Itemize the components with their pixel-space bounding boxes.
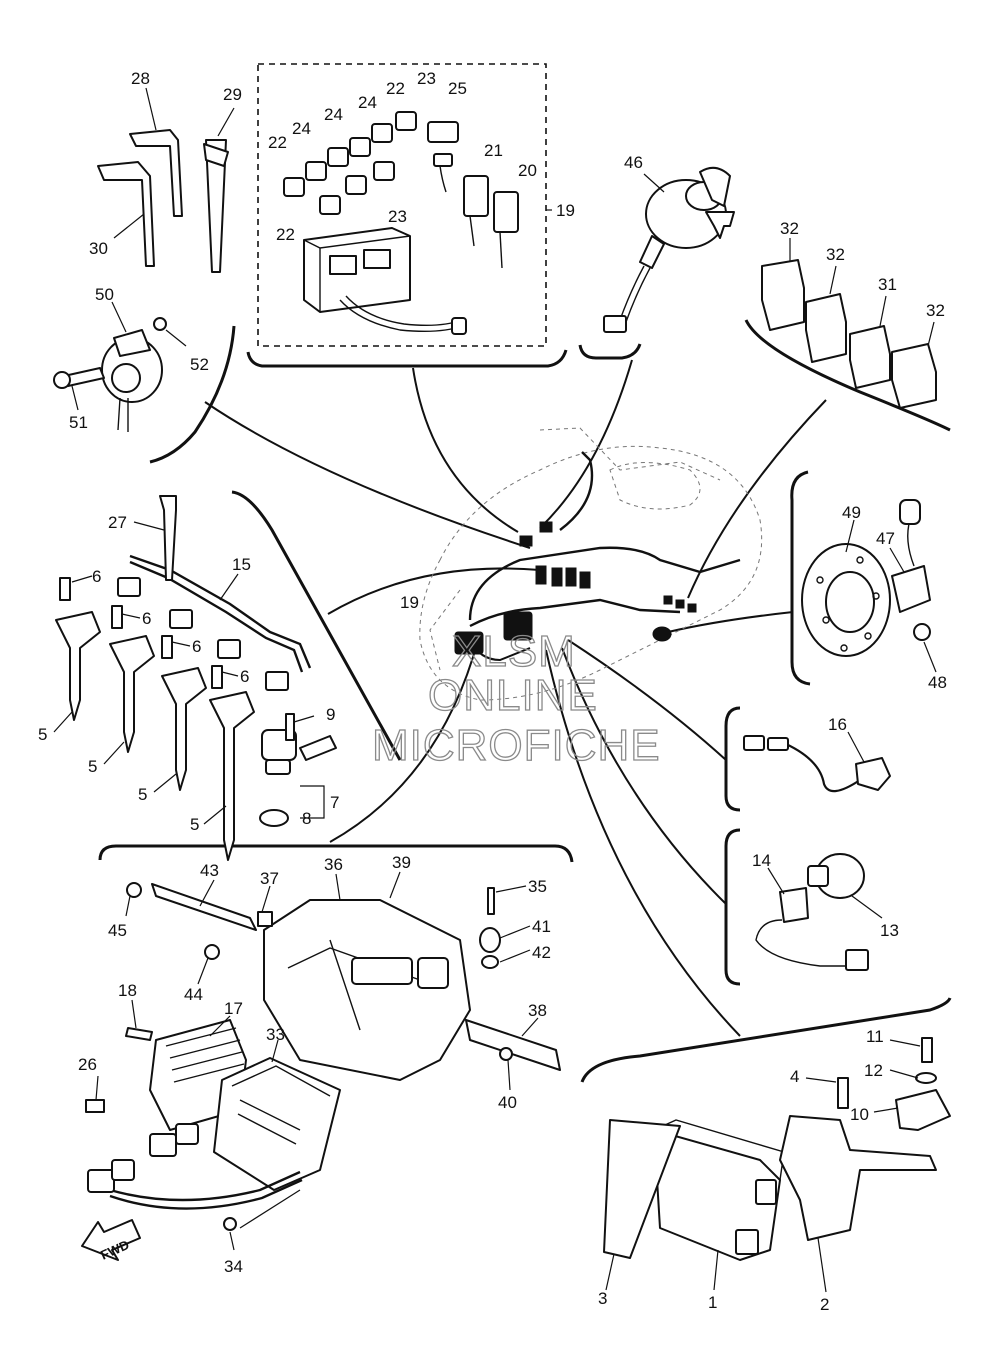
fwd-arrow <box>81 1219 141 1261</box>
callout-6c: 6 <box>192 637 201 656</box>
callout-42: 42 <box>532 943 551 962</box>
pickup-coil <box>53 301 187 432</box>
sensor-rotor <box>801 499 937 673</box>
callout-25: 25 <box>448 79 467 98</box>
callout-31: 31 <box>878 275 897 294</box>
main-switch <box>603 166 735 333</box>
callout-32c: 32 <box>926 301 945 320</box>
callout-39: 39 <box>392 853 411 872</box>
watermark: XLSM ONLINE MICROFICHE <box>371 626 661 770</box>
callout-19a: 19 <box>556 201 575 220</box>
callout-46: 46 <box>624 153 643 172</box>
ignition-coils <box>53 575 255 861</box>
callout-41: 41 <box>532 917 551 936</box>
callout-40: 40 <box>498 1093 517 1112</box>
battery-box-bracket <box>125 871 561 1091</box>
ecu-bracket-group <box>603 1037 951 1293</box>
watermark-line-2: ONLINE <box>428 671 598 720</box>
callout-12: 12 <box>864 1061 883 1080</box>
callout-1: 1 <box>708 1293 717 1312</box>
callout-20: 20 <box>518 161 537 180</box>
connectors-20-21 <box>463 175 519 269</box>
callout-18: 18 <box>118 981 137 1000</box>
callout-26: 26 <box>78 1055 97 1074</box>
callout-24b: 24 <box>324 105 343 124</box>
watermark-line-3: MICROFICHE <box>372 721 661 770</box>
callout-21: 21 <box>484 141 503 160</box>
callout-4: 4 <box>790 1067 799 1086</box>
callout-6d: 6 <box>240 667 249 686</box>
callout-2: 2 <box>820 1295 829 1314</box>
callout-6b: 6 <box>142 609 151 628</box>
callout-32b: 32 <box>826 245 845 264</box>
callout-22a: 22 <box>268 133 287 152</box>
callout-47: 47 <box>876 529 895 548</box>
callout-32a: 32 <box>780 219 799 238</box>
callout-8: 8 <box>302 809 311 828</box>
sub-wire-harness <box>117 495 312 691</box>
callout-51: 51 <box>69 413 88 432</box>
callout-24a: 24 <box>292 119 311 138</box>
callout-48: 48 <box>928 673 947 692</box>
callout-44: 44 <box>184 985 203 1004</box>
callout-29: 29 <box>223 85 242 104</box>
callout-15: 15 <box>232 555 251 574</box>
callout-13: 13 <box>880 921 899 940</box>
speed-sensor <box>259 713 337 827</box>
callout-14: 14 <box>752 851 771 870</box>
leader-curves <box>204 359 827 1037</box>
callout-16: 16 <box>828 715 847 734</box>
callout-17: 17 <box>224 999 243 1018</box>
callout-49: 49 <box>842 503 861 522</box>
callout-10: 10 <box>850 1105 869 1124</box>
callout-35: 35 <box>528 877 547 896</box>
callout-52: 52 <box>190 355 209 374</box>
watermark-line-1: XLSM <box>452 627 576 676</box>
callout-34: 34 <box>224 1257 243 1276</box>
callout-22b: 22 <box>386 79 405 98</box>
callout-24c: 24 <box>358 93 377 112</box>
callout-43: 43 <box>200 861 219 880</box>
callout-27: 27 <box>108 513 127 532</box>
relay-25 <box>427 121 459 193</box>
callout-6a: 6 <box>92 567 101 586</box>
callout-5d: 5 <box>190 815 199 834</box>
callout-50: 50 <box>95 285 114 304</box>
ecu-harness-leads <box>85 1075 303 1251</box>
callout-7: 7 <box>330 793 339 812</box>
callout-9: 9 <box>326 705 335 724</box>
motorcycle-frame-outline <box>419 427 763 701</box>
callout-37: 37 <box>260 869 279 888</box>
callout-33: 33 <box>266 1025 285 1044</box>
callout-19b: 19 <box>400 593 419 612</box>
relays <box>761 238 937 409</box>
callout-5c: 5 <box>138 785 147 804</box>
group-boundaries <box>98 319 952 1083</box>
callout-22c: 22 <box>276 225 295 244</box>
callout-5b: 5 <box>88 757 97 776</box>
callout-3: 3 <box>598 1289 607 1308</box>
oil-pressure-switch <box>755 853 883 971</box>
callout-36: 36 <box>324 855 343 874</box>
callout-38: 38 <box>528 1001 547 1020</box>
fuses <box>283 111 417 215</box>
callout-28: 28 <box>131 69 150 88</box>
engine-control-unit <box>213 1039 341 1191</box>
callout-45: 45 <box>108 921 127 940</box>
callout-numbers: 28 29 30 50 52 51 22 24 24 24 22 23 25 2… <box>38 69 947 1314</box>
callout-5a: 5 <box>38 725 47 744</box>
callout-11: 11 <box>866 1027 884 1046</box>
callout-23a: 23 <box>417 69 436 88</box>
wiring-harness-assembly <box>454 451 741 662</box>
temperature-sensor <box>743 731 891 793</box>
callout-30: 30 <box>89 239 108 258</box>
cable-ties <box>97 87 235 273</box>
callout-23b: 23 <box>388 207 407 226</box>
fuse-box-group <box>257 63 552 347</box>
